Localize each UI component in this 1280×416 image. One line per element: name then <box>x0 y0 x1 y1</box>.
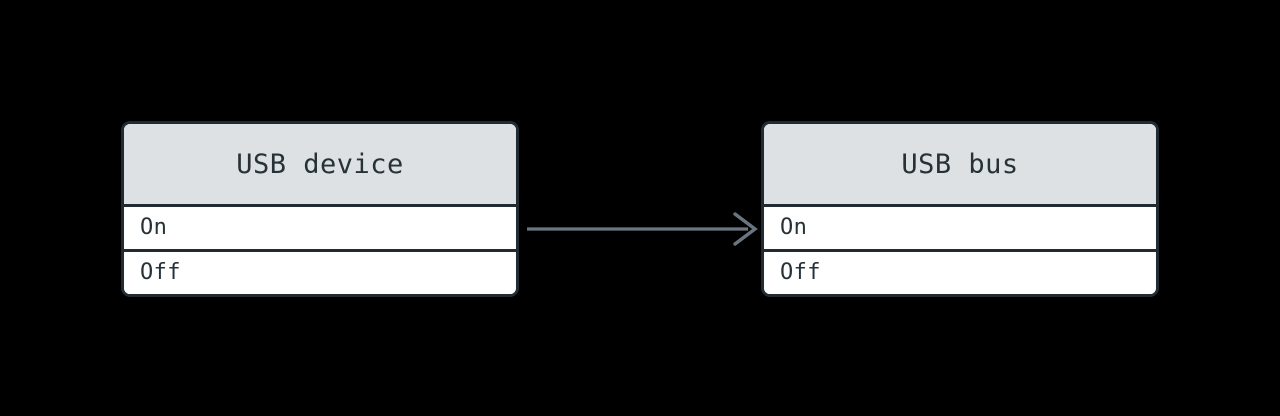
node-usb-bus-row-off[interactable]: Off <box>764 252 1156 294</box>
node-divider <box>764 249 1156 252</box>
node-usb-device-row-on[interactable]: On <box>124 207 516 249</box>
edge-usb-device-to-usb-bus <box>527 212 758 246</box>
node-usb-device-row-off[interactable]: Off <box>124 252 516 294</box>
node-usb-device[interactable]: USB device On Off <box>121 121 519 297</box>
node-divider <box>764 204 1156 207</box>
node-divider <box>124 204 516 207</box>
node-usb-bus-row-on[interactable]: On <box>764 207 1156 249</box>
open-arrow-icon <box>733 212 758 246</box>
node-usb-device-title: USB device <box>124 124 516 204</box>
node-divider <box>124 249 516 252</box>
node-usb-bus-title: USB bus <box>764 124 1156 204</box>
node-usb-bus[interactable]: USB bus On Off <box>761 121 1159 297</box>
